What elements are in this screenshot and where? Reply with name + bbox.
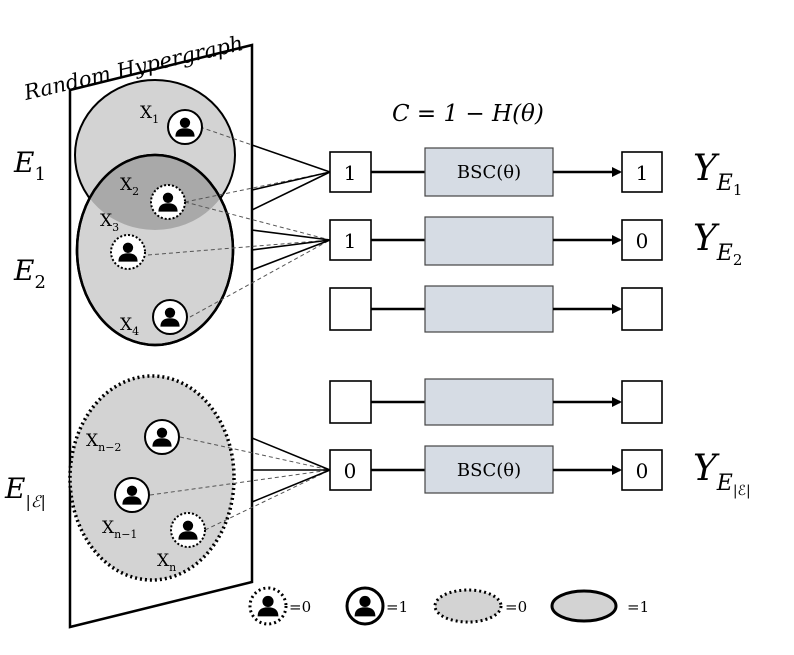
channel-output-bit: 0 [636, 229, 649, 253]
bsc-box [424, 378, 554, 426]
channel-input-box [329, 219, 372, 261]
svg-text:=1: =1 [386, 598, 408, 616]
channel-output-box [621, 287, 663, 331]
svg-text:=1: =1 [627, 598, 649, 616]
channel-n: 0 BSC(θ) 0 YE|ℰ| [329, 445, 751, 499]
node-xn: Xn [157, 512, 206, 574]
output-label-y1: YE1 [693, 148, 742, 199]
hyperedge-overlap [75, 153, 235, 347]
channel-input-bit: 1 [344, 161, 357, 185]
channel-4 [329, 378, 663, 426]
svg-text:=0: =0 [289, 598, 311, 616]
legend-node-solid: =1 [345, 586, 408, 626]
svg-text:Xn: Xn [157, 551, 176, 574]
edge-label-e2: E2 [13, 254, 46, 293]
channel-output-bit: 1 [636, 161, 649, 185]
legend-node-dotted: =0 [248, 586, 311, 626]
channel-input-bit: 0 [344, 459, 357, 483]
svg-text:Xn−1: Xn−1 [102, 518, 137, 541]
bsc-label: BSC(θ) [457, 460, 521, 481]
channel-output-box [621, 151, 663, 193]
bsc-box [424, 216, 554, 266]
channel-input-box [329, 287, 372, 331]
bsc-box [424, 285, 554, 333]
legend: =0 =1 =0 =1 [248, 586, 649, 626]
node-x4: X4 [120, 299, 188, 338]
node-x1: X1 [140, 103, 203, 145]
channel-output-box [621, 449, 663, 491]
fan-lines [251, 144, 331, 503]
channel-input-bit: 1 [344, 229, 357, 253]
edge-label-en: E|ℰ| [4, 472, 46, 511]
svg-text:X4: X4 [120, 315, 139, 338]
channel-output-bit: 0 [636, 459, 649, 483]
channel-output-box [621, 219, 663, 261]
channel-1: 1 BSC(θ) 1 YE1 [329, 147, 742, 199]
svg-text:X2: X2 [120, 175, 139, 198]
svg-text:X3: X3 [100, 211, 119, 234]
node-xn1: Xn−1 [102, 477, 150, 541]
svg-text:=0: =0 [505, 598, 527, 616]
output-label-y2: YE2 [693, 218, 742, 269]
node-xn2: Xn−2 [86, 419, 180, 455]
bsc-box [424, 147, 554, 197]
node-x2: X2 [120, 175, 186, 220]
legend-edge-solid: =1 [550, 589, 649, 623]
output-label-yn: YE|ℰ| [693, 448, 751, 499]
bsc-label: BSC(θ) [457, 162, 521, 183]
node-connectors [147, 126, 331, 531]
svg-text:Xn−2: Xn−2 [86, 431, 121, 454]
channel-input-box [329, 151, 372, 193]
legend-edge-dotted: =0 [433, 588, 527, 624]
edge-label-e1: E1 [13, 146, 46, 185]
channel-input-box [329, 449, 372, 491]
channel-2: 1 0 YE2 [329, 216, 742, 269]
svg-text:X1: X1 [140, 103, 159, 126]
node-x3: X3 [100, 211, 146, 270]
channel-output-box [621, 380, 663, 424]
hyperedge-en [68, 374, 236, 582]
channel-3 [329, 285, 663, 333]
channel-input-box [329, 380, 372, 424]
capacity-formula: C = 1 − H(θ) [392, 101, 544, 127]
